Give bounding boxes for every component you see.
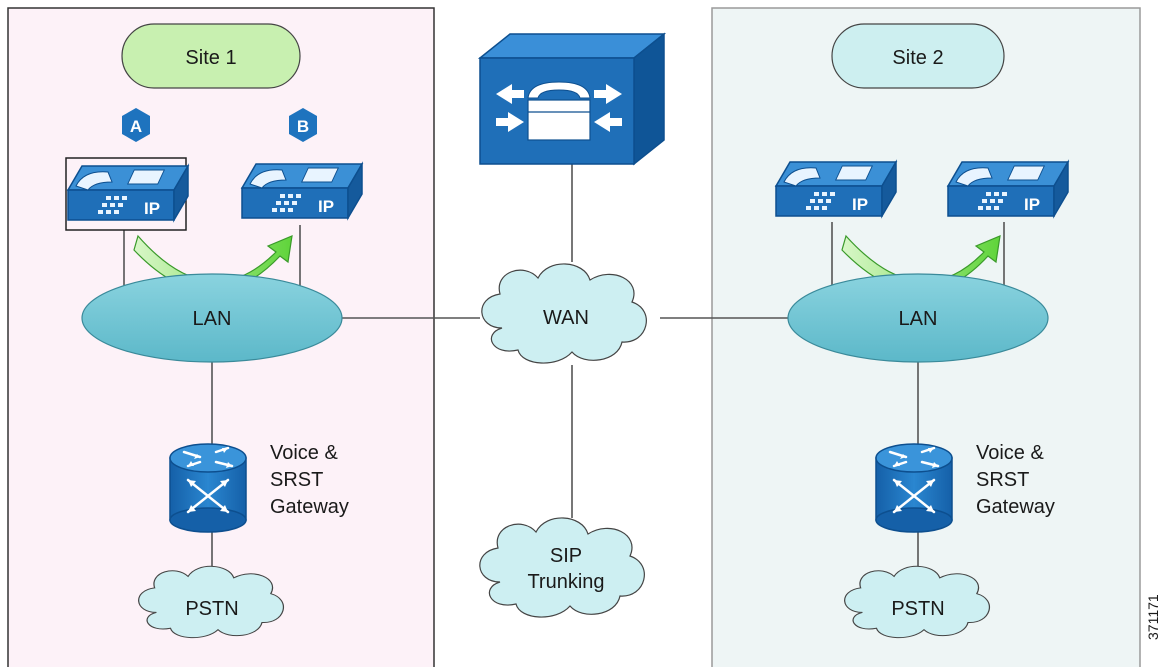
site1-label-pill: Site 1 (121, 23, 301, 89)
svg-text:IP: IP (1024, 195, 1040, 214)
site2-label: Site 2 (892, 47, 943, 69)
site2-gateway-label: Voice & SRST Gateway (976, 442, 1055, 518)
svg-text:Gateway: Gateway (270, 496, 349, 518)
site2-ip-phone-2-icon: IP (947, 161, 1069, 217)
site1-pstn-label: PSTN (185, 598, 238, 620)
site1-lan: LAN (81, 273, 343, 363)
site2-ip-phone-1-icon: IP (775, 161, 897, 217)
badge-b: B (289, 108, 317, 142)
wan-cloud: WAN (481, 263, 647, 364)
svg-text:Trunking: Trunking (527, 571, 604, 593)
ip-phone-b-icon: IP (241, 163, 363, 219)
svg-text:SIP: SIP (550, 545, 582, 567)
svg-text:SRST: SRST (270, 469, 323, 491)
badge-a: A (122, 108, 150, 142)
svg-text:B: B (297, 117, 309, 136)
call-control-server-icon (477, 32, 667, 166)
svg-text:Voice &: Voice & (976, 442, 1044, 464)
site2-label-pill: Site 2 (831, 23, 1005, 89)
svg-text:WAN: WAN (543, 307, 589, 329)
sip-trunking-cloud: SIP Trunking (479, 517, 645, 618)
site2-lan: LAN (787, 273, 1049, 363)
site1-gateway-label: Voice & SRST Gateway (270, 442, 349, 518)
svg-text:IP: IP (144, 199, 160, 218)
ip-phone-a-icon: IP (67, 165, 189, 221)
site1-voice-gateway-router-icon (168, 442, 248, 534)
svg-text:LAN: LAN (193, 308, 232, 330)
svg-text:A: A (130, 117, 142, 136)
site2-pstn-label: PSTN (891, 598, 944, 620)
figure-id: 371171 (1145, 594, 1161, 640)
svg-text:Gateway: Gateway (976, 496, 1055, 518)
site2-voice-gateway-router-icon (874, 442, 954, 534)
svg-text:LAN: LAN (899, 308, 938, 330)
svg-text:IP: IP (852, 195, 868, 214)
svg-text:IP: IP (318, 197, 334, 216)
site1-label: Site 1 (185, 47, 236, 69)
svg-text:SRST: SRST (976, 469, 1029, 491)
svg-text:Voice &: Voice & (270, 442, 338, 464)
